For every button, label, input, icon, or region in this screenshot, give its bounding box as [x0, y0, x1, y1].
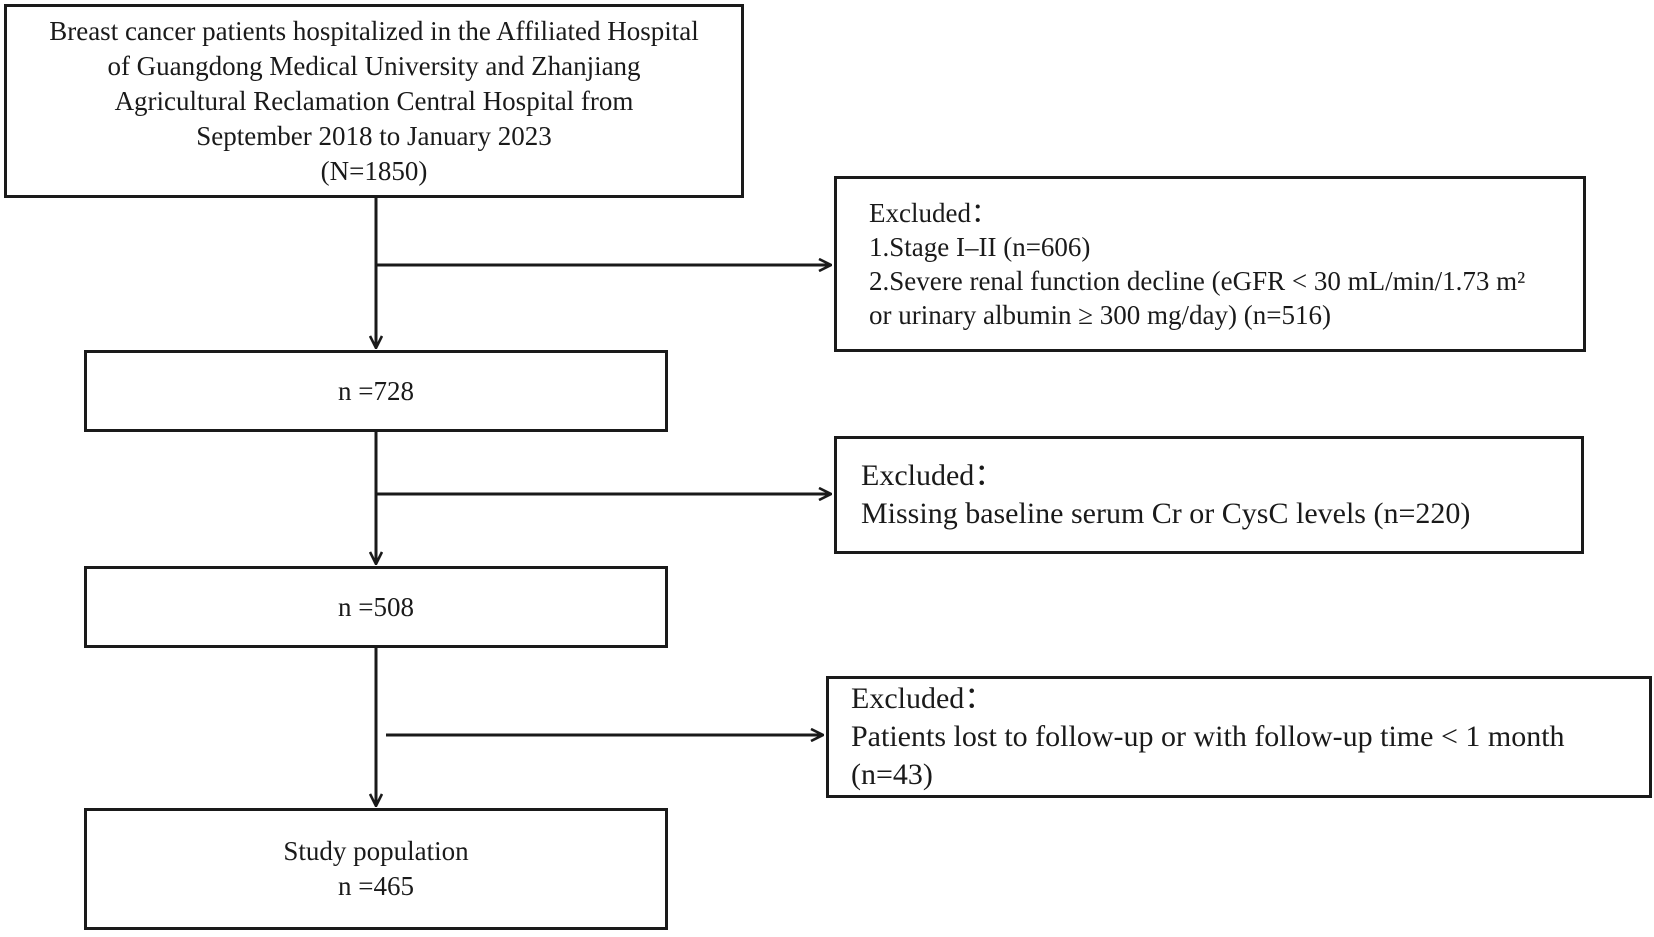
exclusion-1-line-1: 1.Stage I–II (n=606) [869, 232, 1091, 262]
exclusion-1-line-3: or urinary albumin ≥ 300 mg/day) (n=516) [869, 300, 1331, 330]
exclusion-box-3: Excluded： Patients lost to follow-up or … [826, 676, 1652, 798]
exclusion-box-2: Excluded： Missing baseline serum Cr or C… [834, 436, 1584, 554]
enrollment-line-4: September 2018 to January 2023 [196, 120, 552, 151]
enrollment-line-3: Agricultural Reclamation Central Hospita… [114, 85, 634, 116]
exclusion-2-heading: Excluded： [861, 459, 1005, 492]
step-1-count: n =728 [338, 375, 414, 406]
exclusion-3-heading: Excluded： [851, 682, 995, 715]
enrollment-line-2: of Guangdong Medical University and Zhan… [107, 50, 641, 81]
enrollment-box: Breast cancer patients hospitalized in t… [4, 4, 744, 198]
exclusion-1-heading: Excluded： [869, 198, 998, 228]
enrollment-line-1: Breast cancer patients hospitalized in t… [49, 15, 699, 46]
study-population-title: Study population [283, 836, 469, 866]
exclusion-2-line-1: Missing baseline serum Cr or CysC levels… [861, 497, 1471, 530]
step-box-1: n =728 [84, 350, 668, 432]
study-population-box: Study population n =465 [84, 808, 668, 930]
step-2-count: n =508 [338, 591, 414, 622]
exclusion-1-line-2: 2.Severe renal function decline (eGFR < … [869, 266, 1526, 296]
exclusion-box-1: Excluded： 1.Stage I–II (n=606) 2.Severe … [834, 176, 1586, 352]
enrollment-total: (N=1850) [320, 155, 428, 186]
step-box-2: n =508 [84, 566, 668, 648]
exclusion-3-line-2: (n=43) [851, 758, 933, 791]
study-population-count: n =465 [338, 871, 414, 901]
exclusion-3-line-1: Patients lost to follow-up or with follo… [851, 720, 1565, 753]
